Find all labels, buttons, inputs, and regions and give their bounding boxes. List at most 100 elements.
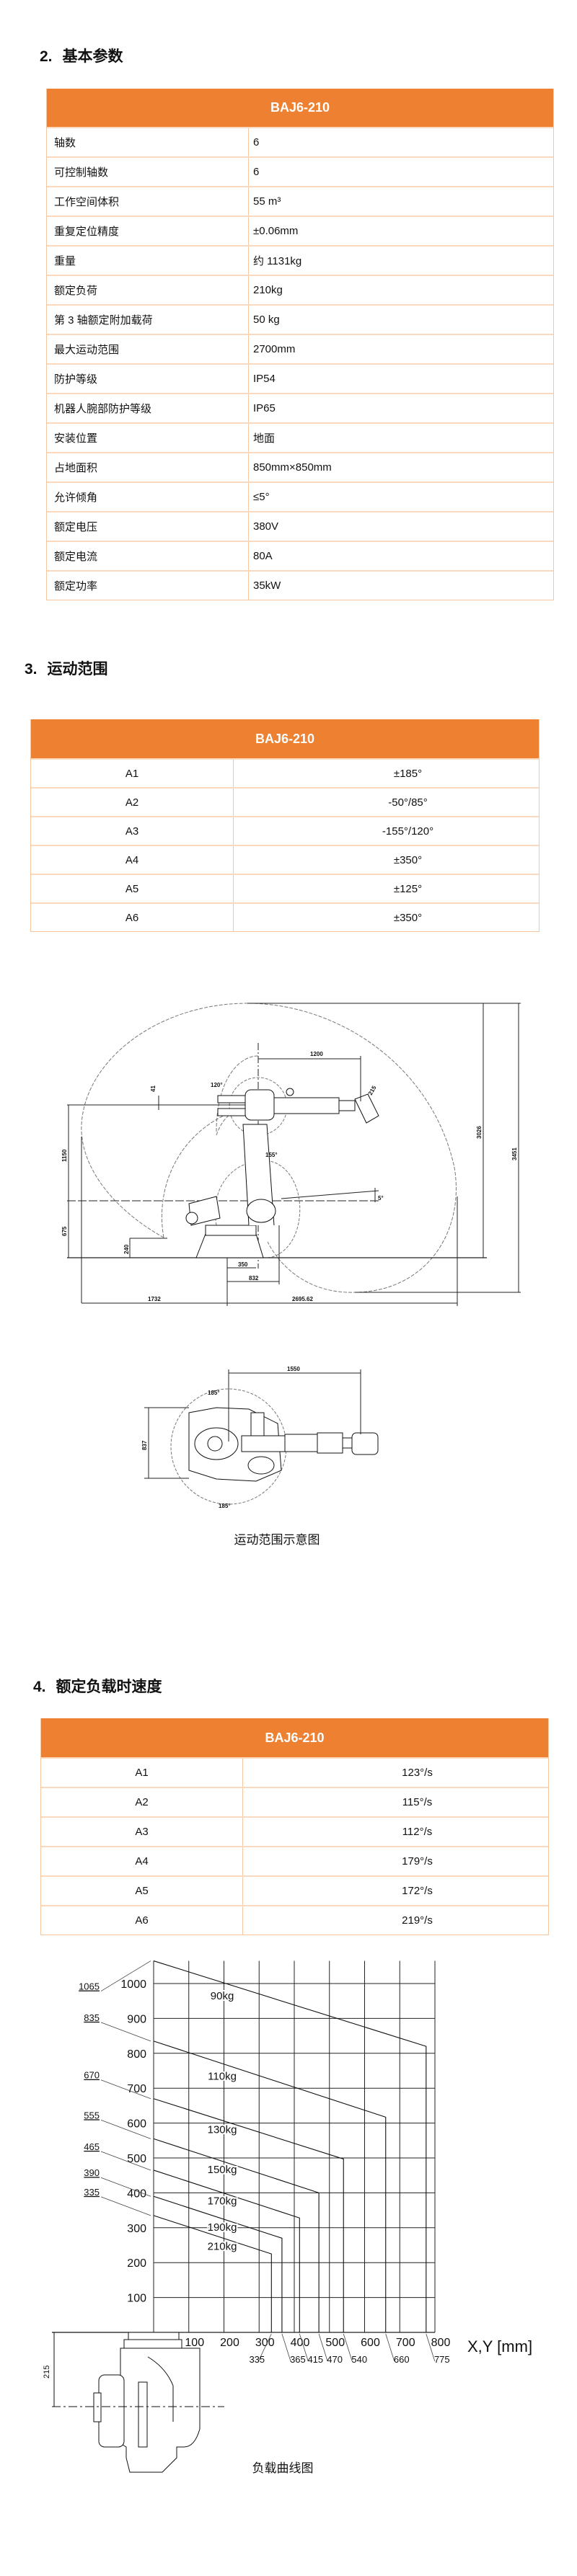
table-row: A4 ±350°: [31, 845, 539, 874]
table-header: BAJ6-210: [41, 1718, 548, 1757]
y-tick-label: 1000: [120, 1978, 146, 1991]
row-label: 额定电压: [47, 512, 249, 541]
wrist-drawing: 215: [43, 2332, 224, 2473]
y-tick-label: 500: [127, 2153, 146, 2165]
curve-label: 150kg: [208, 2164, 237, 2176]
row-label: 重复定位精度: [47, 217, 249, 245]
row-label: 额定功率: [47, 572, 249, 600]
x-tick-label: 800: [431, 2337, 451, 2349]
z-leader-line: [100, 2196, 151, 2216]
row-label: 允许倾角: [47, 483, 249, 511]
label-215: 215: [367, 1084, 378, 1096]
xy-leader-line: [343, 2333, 353, 2362]
xy-leader-line: [426, 2333, 436, 2362]
row-value: 850mm×850mm: [253, 461, 332, 474]
xy-leader-line: [281, 2333, 291, 2362]
label-wrist-215: 215: [43, 2366, 51, 2379]
y-tick-label: 700: [127, 2083, 146, 2095]
load-curve-210kg: [153, 2215, 272, 2332]
row-value: ±350°: [393, 853, 423, 866]
label-2695: 2695.62: [292, 1296, 313, 1302]
load-curve-170kg: [153, 2169, 300, 2332]
row-value: 179°/s: [402, 1855, 433, 1867]
label-5deg: 5°: [378, 1195, 384, 1202]
row-label: 可控制轴数: [47, 158, 249, 186]
section-title-motion-range: 3.运动范围: [25, 657, 108, 679]
row-label: A6: [41, 1906, 243, 1935]
table-row: A4 179°/s: [41, 1846, 548, 1875]
table-header: BAJ6-210: [47, 89, 553, 127]
table-row: A6±350°: [31, 902, 539, 931]
xy-leader-line: [257, 2333, 272, 2362]
load-curve-130kg: [153, 2098, 344, 2332]
y-tick-label: 300: [127, 2223, 146, 2235]
row-value: 地面: [253, 432, 276, 445]
z-max-label: 335: [84, 2187, 100, 2198]
label-832: 832: [249, 1275, 259, 1282]
z-leader-line: [100, 2079, 151, 2100]
table-row: 额定电流 80A: [47, 541, 553, 570]
z-leader-line: [100, 1960, 151, 1991]
xy-max-label: 775: [434, 2354, 450, 2365]
row-label: 轴数: [47, 128, 249, 156]
x-tick-label: 100: [185, 2337, 204, 2349]
row-label: A4: [31, 846, 234, 874]
table-row: A2-50°/85°: [31, 787, 539, 816]
load-chart-caption: 负载曲线图: [252, 2461, 314, 2475]
section-number: 3.: [25, 661, 38, 678]
z-max-label: 670: [84, 2070, 100, 2081]
table-row: A1±185°: [31, 758, 539, 787]
xy-max-label: 415: [307, 2354, 323, 2365]
label-1732: 1732: [148, 1296, 161, 1302]
z-leader-line: [100, 2177, 151, 2197]
label-1550: 1550: [287, 1366, 300, 1372]
label-120deg: 120°: [211, 1082, 223, 1088]
load-curve-110kg: [153, 2040, 387, 2332]
row-value: 115°/s: [402, 1796, 433, 1808]
label-185deg-top: 185°: [208, 1390, 220, 1396]
x-tick-label: 400: [291, 2337, 310, 2349]
row-label: A3: [41, 1818, 243, 1846]
label-1200: 1200: [310, 1051, 323, 1057]
z-max-label: 1065: [79, 1981, 100, 1992]
table-row: 重量约 1131kg: [47, 245, 553, 275]
row-value: 80A: [253, 550, 273, 562]
label-41: 41: [150, 1085, 157, 1092]
row-label: A4: [41, 1847, 243, 1875]
load-curve-190kg: [153, 2195, 283, 2332]
row-value: 2700mm: [253, 343, 296, 355]
section-number: 4.: [33, 1679, 46, 1695]
row-value: ±0.06mm: [253, 225, 299, 237]
row-value: -50°/85°: [388, 796, 428, 809]
row-value: 172°/s: [402, 1885, 433, 1897]
row-value: 123°/s: [402, 1767, 433, 1779]
row-label: 最大运动范围: [47, 335, 249, 363]
z-max-label: 465: [84, 2141, 100, 2152]
table-row: 重复定位精度 ±0.06mm: [47, 216, 553, 245]
label-185deg-bottom: 185°: [219, 1503, 231, 1509]
table-header: BAJ6-210: [31, 719, 539, 758]
label-155deg: 155°: [265, 1152, 278, 1158]
table-row: 安装位置地面: [47, 422, 553, 452]
y-tick-label: 600: [127, 2118, 146, 2131]
row-value: 50 kg: [253, 314, 280, 326]
xy-leader-line: [385, 2333, 395, 2362]
row-label: 额定电流: [47, 542, 249, 570]
row-value: -155°/120°: [382, 825, 434, 838]
xy-max-label: 365: [290, 2354, 306, 2365]
row-value: 约 1131kg: [253, 255, 302, 267]
section-title-basic-params: 2.基本参数: [40, 45, 123, 66]
z-max-label: 555: [84, 2110, 100, 2120]
curve-label: 210kg: [208, 2240, 237, 2252]
z-leader-line: [100, 2120, 151, 2139]
motion-range-diagram: 1200 41 120° 155° 215 1150 675 240 350 8…: [61, 1003, 521, 1509]
